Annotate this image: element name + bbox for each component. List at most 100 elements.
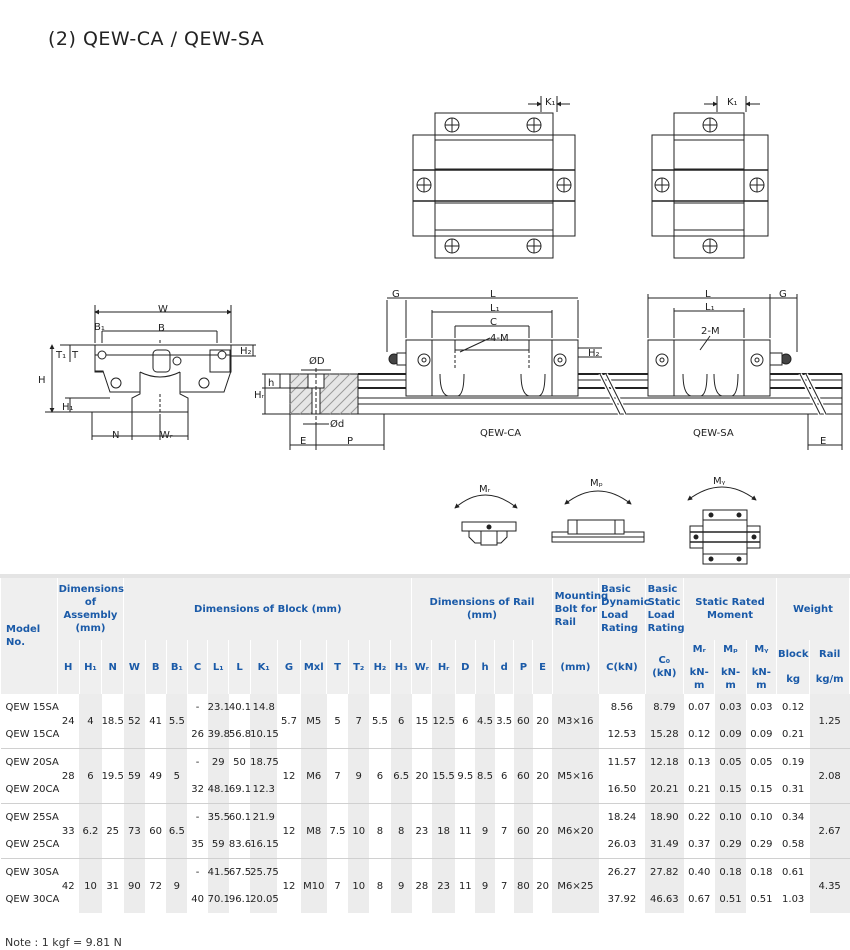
- sub-header: B: [144, 640, 167, 694]
- header-block: Dimensions of Block (mm): [123, 574, 413, 640]
- table-cell: 20: [532, 803, 553, 859]
- table-cell: M3×16: [552, 694, 599, 749]
- table-cell: 10: [348, 858, 370, 913]
- table-cell: 9: [348, 748, 370, 804]
- label-my: Mᵧ: [713, 476, 726, 487]
- sub-header: C: [186, 640, 209, 694]
- label-l1-ca: L₁: [490, 303, 500, 314]
- weight-unit: kg/m: [815, 674, 844, 685]
- label-t1: T₁: [55, 350, 66, 361]
- label-b: B: [158, 323, 165, 334]
- table-cell: 8: [390, 803, 412, 859]
- sub-header: N: [101, 640, 125, 694]
- table-cell: 0.29: [714, 831, 747, 859]
- weight-label: Block: [778, 649, 809, 660]
- table-cell: 9: [475, 803, 495, 859]
- table-cell: 3.5: [496, 715, 513, 727]
- table-cell: 39.8: [207, 721, 230, 749]
- table-cell: 46.63: [645, 886, 684, 913]
- label-e-left: E: [300, 436, 306, 447]
- table-cell: 6: [494, 748, 514, 804]
- table-cell: 24: [61, 715, 75, 727]
- moment-label: Mₚ: [723, 643, 738, 655]
- table-cell: 2.08: [809, 748, 850, 804]
- table-cell: 0.07: [688, 702, 711, 713]
- moment-label: Mᵣ: [692, 643, 706, 655]
- label-b1: B₁: [94, 322, 105, 333]
- table-cell: 26: [191, 729, 204, 740]
- table-cell: 20: [411, 748, 432, 804]
- table-cell: 6: [390, 694, 412, 749]
- header-assembly: Dimensions of Assembly (mm): [56, 574, 125, 640]
- end-view: [45, 305, 256, 440]
- label-w: W: [158, 304, 168, 315]
- table-cell: 52: [123, 694, 146, 749]
- model-cell: QEW 20CA: [5, 784, 60, 795]
- table-cell: 0.05: [714, 748, 747, 776]
- table-cell: 12.18: [645, 748, 684, 776]
- table-cell: 2.67: [809, 803, 850, 859]
- moment-unit: kN-m: [689, 666, 709, 691]
- table-cell: -: [187, 803, 208, 831]
- technical-drawing: K₁ K₁ W B₁ B H T₁ T H₂ H₁ N Wᵣ ØD Ød h H…: [38, 96, 843, 565]
- table-cell: M5×16: [552, 748, 599, 804]
- table-cell: M10: [300, 858, 327, 913]
- table-cell: 37.92: [607, 894, 637, 905]
- table-cell: 25: [101, 803, 124, 859]
- sub-header: Wᵣ: [411, 640, 433, 694]
- table-cell: 0.12: [782, 702, 805, 713]
- sub-header: T: [326, 640, 349, 694]
- label-t: T: [71, 350, 79, 361]
- table-cell: 31.49: [645, 831, 684, 859]
- table-cell: 0.40: [683, 858, 715, 886]
- label-mp: Mₚ: [590, 478, 603, 489]
- sub-header: H₂: [368, 640, 392, 694]
- table-cell: 15.5: [431, 748, 456, 804]
- model-cell: QEW 30CA: [5, 894, 60, 905]
- table-cell: 4.5: [475, 694, 495, 749]
- table-cell: 28: [411, 858, 432, 913]
- table-cell: -: [187, 748, 208, 776]
- header-static: Basic Static Load Rating: [644, 574, 685, 640]
- sub-header: Mxl: [300, 640, 328, 694]
- table-cell: 0.61: [776, 858, 810, 886]
- sub-header: H₃: [390, 640, 413, 694]
- sub-header: Hᵣ: [431, 640, 456, 694]
- table-cell: 0.12: [688, 729, 711, 740]
- spec-table: Model No. Dimensions of Assembly (mm) Di…: [0, 574, 850, 913]
- table-cell: 4: [79, 694, 102, 749]
- table-cell: 0.13: [683, 748, 715, 776]
- model-cell: QEW 20SA: [0, 748, 59, 776]
- table-cell: 11.57: [598, 748, 646, 776]
- header-mounting-bolt: Mounting Bolt for Rail: [551, 574, 608, 640]
- table-cell: 27.82: [645, 858, 684, 886]
- table-cell: 72: [145, 858, 167, 913]
- table-cell: 0.15: [750, 784, 773, 795]
- table-cell: 0.29: [750, 839, 773, 850]
- table-cell: 26.03: [607, 839, 637, 850]
- sub-header: G: [276, 640, 302, 694]
- table-cell: 12: [277, 748, 301, 804]
- table-cell: 14.8: [250, 694, 278, 721]
- table-cell: -: [195, 702, 200, 713]
- header-model-no: Model No.: [0, 574, 58, 694]
- label-g-ca: G: [392, 289, 400, 300]
- table-cell: 12.3: [250, 776, 278, 804]
- table-cell: 0.51: [714, 886, 747, 913]
- table-cell: 23.1: [207, 694, 230, 721]
- table-cell: 8: [369, 803, 391, 859]
- label-k1-ca: K₁: [545, 97, 556, 108]
- sub-header-moment-mr: Mᵣ kN-m: [683, 640, 716, 694]
- table-cell: 6: [369, 748, 391, 804]
- table-cell: 23: [411, 803, 432, 859]
- table-cell: 0.58: [782, 839, 805, 850]
- table-cell: 29: [207, 748, 229, 776]
- table-cell: 5.5: [371, 715, 388, 727]
- table-cell: 28: [57, 748, 80, 804]
